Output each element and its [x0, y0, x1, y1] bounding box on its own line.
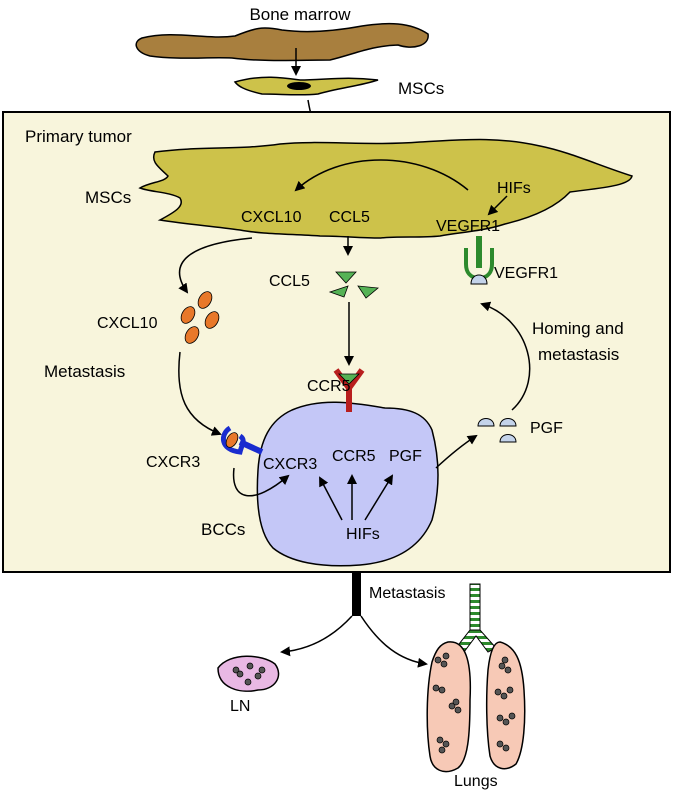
ccl5-msc-label: CCL5 — [329, 209, 370, 226]
ccl5-bound — [338, 373, 360, 385]
lung-metastases — [432, 652, 516, 754]
cxcl10-chemokine — [180, 306, 196, 324]
ccr5-bcc-label: CCR5 — [332, 448, 376, 465]
cxcl10-chemokine — [197, 291, 213, 309]
to-ln-arrow — [280, 615, 353, 657]
cxcl10-to-cxcr3-arrow — [178, 351, 222, 436]
lungs-label: Lungs — [454, 773, 498, 790]
cxcr3-receptor — [221, 425, 246, 455]
hifs-to-cxcr3-arrow — [319, 476, 343, 521]
ccl5-chemokine — [328, 285, 349, 298]
cxcl10-chemokine — [204, 311, 220, 329]
ccr5-receptor-label: CCR5 — [307, 378, 351, 395]
cxcl10-chemokine — [184, 326, 200, 344]
lymph-node — [217, 655, 280, 692]
vegfr1-msc-label: VEGFR1 — [436, 218, 500, 235]
metastasis-left-label: Metastasis — [44, 362, 125, 381]
ccr5-receptor — [333, 368, 365, 391]
cxcr3-bcc-label: CXCR3 — [263, 456, 317, 473]
msc-tumor-cell — [138, 138, 633, 239]
mscs-top-label: MSCs — [398, 79, 444, 98]
cxcr3-loop-arrow — [232, 467, 290, 497]
pgf-secreted-label: PGF — [530, 420, 563, 437]
bone-marrow-shape — [135, 22, 429, 62]
homing-line1: Homing and — [532, 319, 624, 338]
cxcl10-msc-label: CXCL10 — [241, 209, 302, 226]
hifs-msc-label: HIFs — [497, 180, 531, 197]
bccs-label: BCCs — [201, 520, 245, 539]
to-lungs-arrow — [360, 615, 428, 668]
ccl5-chemokine — [357, 285, 379, 299]
pgf-release-arrow — [435, 434, 478, 469]
ccl5-chemokine — [335, 271, 357, 284]
cxcr3-receptor-label: CXCR3 — [146, 454, 200, 471]
trachea — [469, 583, 481, 633]
ln-metastases — [232, 662, 266, 686]
pgf-ligand — [477, 418, 495, 427]
metastasis-route-stem — [352, 572, 361, 616]
homing-line2: metastasis — [538, 345, 619, 364]
cxcl10-release-arrow — [178, 237, 253, 294]
pgf-ligand — [499, 418, 517, 427]
pgf-to-vegfr1-arrow — [480, 301, 531, 411]
primary-tumor-label: Primary tumor — [25, 127, 132, 146]
pgf-ligand — [499, 434, 517, 443]
metastasis-bottom-label: Metastasis — [369, 585, 445, 602]
bone-marrow-label: Bone marrow — [249, 5, 351, 24]
vegfr1-signal-arrow — [294, 159, 469, 192]
pgf-bound-ligand — [470, 274, 488, 285]
pgf-bcc-label: PGF — [389, 448, 422, 465]
ccl5-secreted-label: CCL5 — [269, 273, 310, 290]
cxcl10-secreted-label: CXCL10 — [97, 315, 158, 332]
hifs-bcc-label: HIFs — [346, 526, 380, 543]
ln-label: LN — [230, 698, 250, 715]
cxcl10-bound — [225, 432, 239, 448]
right-lung — [485, 641, 526, 770]
msc-nucleus — [287, 82, 311, 90]
hifs-to-pgf-arrow — [364, 474, 394, 521]
hifs-to-vegfr1-arrow — [487, 195, 508, 216]
mscs-tumor-label: MSCs — [85, 188, 131, 207]
vegfr1-receptor-label: VEGFR1 — [494, 265, 558, 282]
